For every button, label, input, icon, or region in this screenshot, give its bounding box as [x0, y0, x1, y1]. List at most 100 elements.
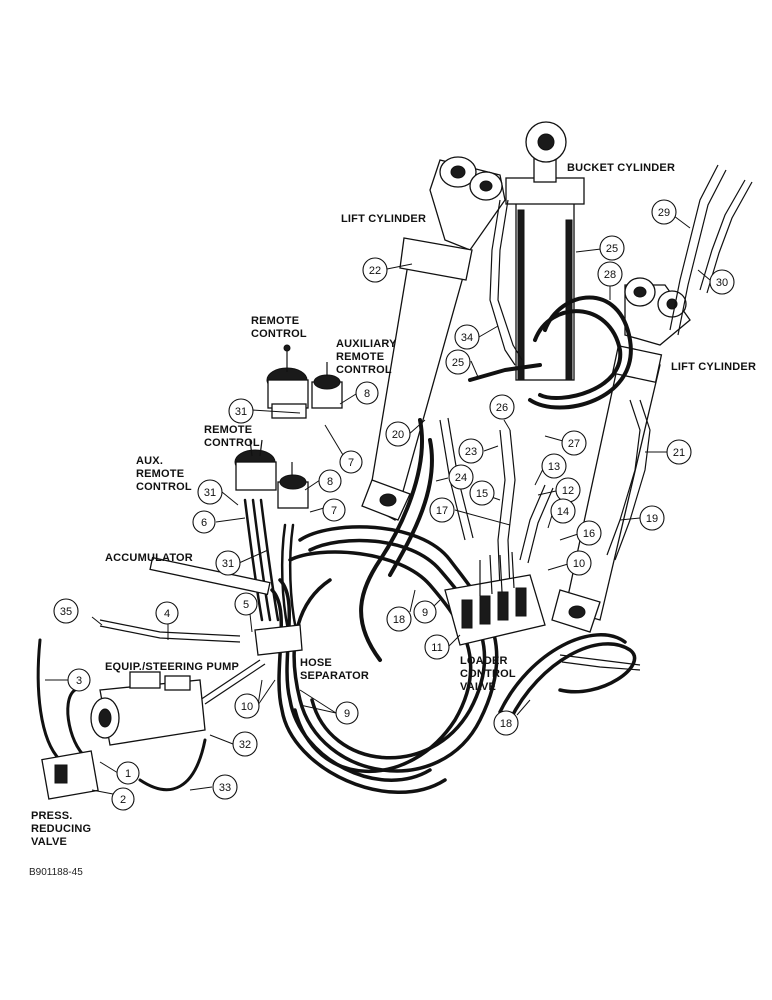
label-remote-control-mid-1: REMOTE	[204, 424, 252, 436]
label-hose-separator-1: HOSE	[300, 657, 332, 669]
svg-text:12: 12	[562, 485, 574, 497]
svg-text:3: 3	[76, 675, 82, 687]
callout-2: 2	[111, 787, 135, 811]
callout-15: 15	[469, 480, 495, 506]
callout-7: 7	[339, 450, 363, 474]
svg-text:11: 11	[431, 642, 442, 654]
label-lift-cylinder-right: LIFT CYLINDER	[671, 361, 756, 373]
lift-cylinder-left	[361, 156, 506, 521]
svg-text:4: 4	[164, 608, 170, 620]
label-bucket-cylinder: BUCKET CYLINDER	[567, 162, 675, 174]
label-hose-separator-2: SEPARATOR	[300, 670, 369, 682]
label-press-reducing-2: REDUCING	[31, 823, 91, 835]
svg-text:33: 33	[219, 782, 231, 794]
hydraulic-hoses	[36, 295, 637, 795]
svg-text:35: 35	[60, 606, 72, 618]
callout-18: 18	[386, 606, 412, 632]
svg-text:13: 13	[548, 461, 560, 473]
callout-11: 11	[424, 634, 450, 660]
svg-text:31: 31	[204, 487, 216, 499]
callout-27: 27	[561, 430, 587, 456]
remote-controls	[234, 344, 343, 509]
callout-1: 1	[116, 761, 140, 785]
callout-24: 24	[448, 464, 474, 490]
svg-text:1: 1	[125, 768, 131, 780]
callout-8: 8	[355, 381, 379, 405]
svg-text:30: 30	[716, 277, 728, 289]
callout-25b: 25	[445, 349, 471, 375]
callouts: 22 25 28 29 30 34 25 26 20 23 27 21 24 1…	[53, 199, 735, 811]
svg-text:7: 7	[348, 457, 354, 469]
svg-text:24: 24	[455, 472, 467, 484]
svg-text:10: 10	[573, 558, 585, 570]
callout-14: 14	[550, 498, 576, 524]
svg-text:5: 5	[243, 599, 249, 611]
callout-34: 34	[454, 324, 480, 350]
svg-text:21: 21	[673, 447, 685, 459]
callout-31: 31	[228, 398, 254, 424]
callout-33: 33	[212, 774, 238, 800]
bucket-cylinder	[505, 121, 585, 381]
svg-text:14: 14	[557, 506, 569, 518]
callout-32: 32	[232, 731, 258, 757]
callout-9b: 9	[335, 701, 359, 725]
loader-control-valve	[444, 551, 546, 646]
callout-26: 26	[489, 394, 515, 420]
label-aux-remote-2: REMOTE	[336, 351, 384, 363]
label-aux-3: CONTROL	[136, 481, 192, 493]
label-aux-1: AUX.	[136, 455, 163, 467]
svg-text:8: 8	[364, 388, 370, 400]
label-loader-valve-2: CONTROL	[460, 668, 516, 680]
svg-text:6: 6	[201, 517, 207, 529]
callout-28: 28	[597, 261, 623, 287]
callout-29: 29	[651, 199, 677, 225]
label-remote-control-mid-2: CONTROL	[204, 437, 260, 449]
svg-text:31: 31	[222, 558, 234, 570]
label-press-reducing-3: VALVE	[31, 836, 67, 848]
callout-21: 21	[666, 439, 692, 465]
callout-16: 16	[576, 520, 602, 546]
svg-text:15: 15	[476, 488, 488, 500]
svg-text:31: 31	[235, 406, 247, 418]
callout-19: 19	[639, 505, 665, 531]
callout-23: 23	[458, 438, 484, 464]
svg-text:22: 22	[369, 265, 381, 277]
callout-25: 25	[599, 235, 625, 261]
callout-13: 13	[541, 453, 567, 479]
label-aux-remote-1: AUXILIARY	[336, 338, 397, 350]
label-aux-remote-3: CONTROL	[336, 364, 392, 376]
callout-30: 30	[709, 269, 735, 295]
callout-22: 22	[362, 257, 388, 283]
svg-text:20: 20	[392, 429, 404, 441]
hose-separator	[254, 624, 303, 656]
svg-text:25: 25	[452, 357, 464, 369]
svg-text:29: 29	[658, 207, 670, 219]
callout-10: 10	[566, 550, 592, 576]
svg-text:18: 18	[393, 614, 405, 626]
svg-text:8: 8	[327, 476, 333, 488]
svg-text:18: 18	[500, 718, 512, 730]
callout-leaders	[45, 215, 711, 795]
callout-31b: 31	[197, 479, 223, 505]
svg-text:10: 10	[241, 701, 253, 713]
callout-4: 4	[155, 601, 179, 625]
label-pump: EQUIP./STEERING PUMP	[105, 661, 239, 673]
pressure-reducing-valve	[41, 750, 99, 800]
svg-text:26: 26	[496, 402, 508, 414]
callout-6: 6	[192, 510, 216, 534]
callout-9: 9	[413, 600, 437, 624]
svg-text:23: 23	[465, 446, 477, 458]
label-aux-2: REMOTE	[136, 468, 184, 480]
callout-35: 35	[53, 598, 79, 624]
callout-10b: 10	[234, 693, 260, 719]
accumulator	[149, 556, 271, 596]
label-loader-valve-3: VALVE	[460, 681, 496, 693]
label-accumulator: ACCUMULATOR	[105, 552, 193, 564]
callout-3: 3	[67, 668, 91, 692]
svg-text:7: 7	[331, 505, 337, 517]
equip-steering-pump	[90, 671, 206, 746]
callout-20: 20	[385, 421, 411, 447]
rigid-tubes	[99, 164, 753, 705]
svg-text:25: 25	[606, 243, 618, 255]
